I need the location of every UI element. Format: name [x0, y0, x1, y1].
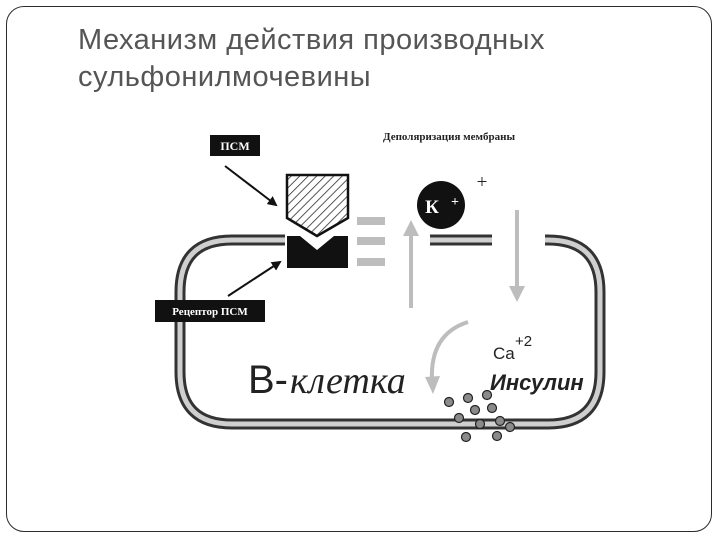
insulin-granule — [474, 418, 486, 430]
arrow-ca-curved — [425, 320, 469, 394]
b-cell-label-rest: клетка — [290, 360, 406, 402]
arrow-receptor-label — [227, 260, 282, 297]
insulin-granule — [443, 396, 455, 408]
cell-membrane — [174, 234, 606, 430]
k-ion-circle — [417, 181, 465, 229]
psm-label-box: ПСМ — [210, 135, 260, 156]
k-channel-bars — [357, 217, 385, 266]
ca-charge: +2 — [515, 333, 532, 350]
arrow-ca-down — [509, 210, 525, 302]
depolarization-label: Деполяризация мембраны — [383, 131, 515, 143]
ca-label: Ca — [493, 344, 515, 363]
k-ion-label: К — [425, 197, 439, 218]
insulin-granule — [481, 389, 493, 401]
arrow-psm-to-drug — [224, 165, 278, 207]
insulin-granule — [486, 402, 498, 414]
insulin-granule — [491, 430, 503, 442]
slide-title: Механизм действия производных сульфонилм… — [78, 22, 678, 96]
psm-receptor — [287, 236, 348, 268]
title-line-1: Механизм действия производных — [78, 24, 545, 56]
k-plus-outside: + — [477, 172, 488, 193]
arrow-k-up — [403, 220, 419, 308]
insulin-granule — [460, 431, 472, 443]
insulin-granule — [469, 404, 481, 416]
psm-label: ПСМ — [220, 139, 249, 153]
receptor-label: Рецептор ПСМ — [172, 306, 248, 318]
insulin-granule — [504, 421, 516, 433]
psm-drug-shape — [285, 173, 350, 238]
b-cell-label-b: B- — [248, 358, 288, 402]
insulin-granule — [494, 415, 506, 427]
insulin-granule — [462, 392, 474, 404]
insulin-granule — [453, 412, 465, 424]
title-line-2: сульфонилмочевины — [78, 61, 372, 93]
receptor-label-box: Рецептор ПСМ — [155, 300, 265, 322]
insulin-label: Инсулин — [490, 370, 584, 395]
insulin-granules — [443, 389, 516, 443]
k-ion-charge: + — [451, 195, 459, 210]
